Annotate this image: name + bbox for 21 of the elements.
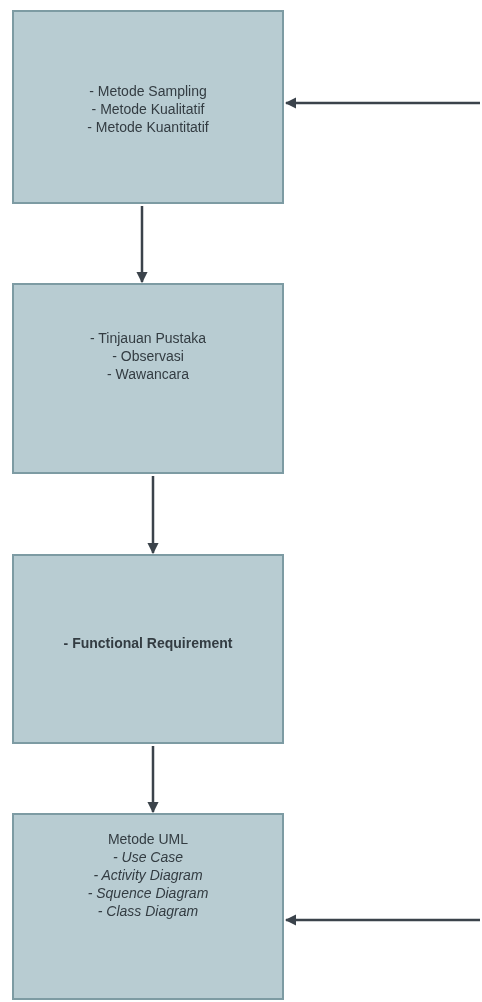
process-box <box>12 554 284 744</box>
process-box <box>12 10 284 204</box>
arrow <box>284 97 480 109</box>
list-item: - Use Case <box>113 848 183 866</box>
list-item: - Metode Kualitatif <box>91 100 205 118</box>
list-item: - Metode Sampling <box>89 82 207 100</box>
list-item: - Squence Diagram <box>87 884 209 902</box>
list-item: - Class Diagram <box>97 902 199 920</box>
arrow <box>136 206 148 284</box>
list-item: - Activity Diagram <box>93 866 203 884</box>
list-item: Metode UML <box>107 830 189 848</box>
list-item: - Tinjauan Pustaka <box>90 329 206 347</box>
arrow <box>284 914 480 926</box>
arrow <box>147 476 159 555</box>
process-box <box>12 283 284 474</box>
list-item: - Functional Requirement <box>63 634 233 652</box>
list-item: - Wawancara <box>107 365 189 383</box>
process-box <box>12 813 284 1000</box>
arrow <box>147 746 159 814</box>
list-item: - Metode Kuantitatif <box>87 118 209 136</box>
list-item: - Observasi <box>112 347 184 365</box>
